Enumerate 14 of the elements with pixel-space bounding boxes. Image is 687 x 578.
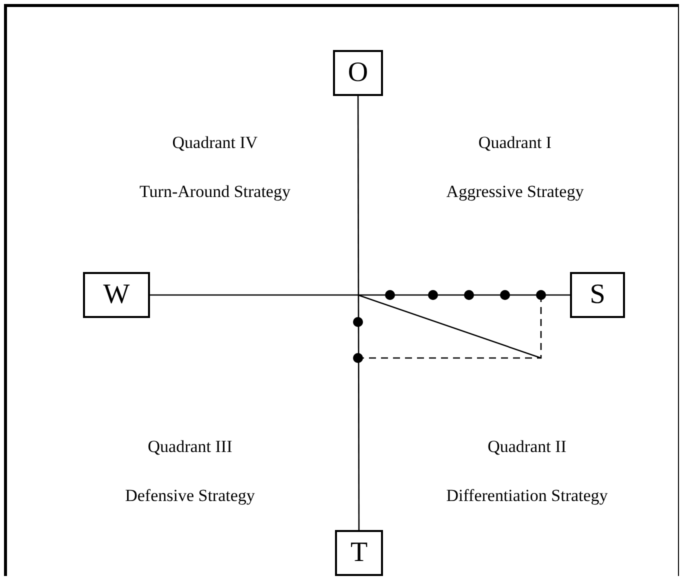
axis-letter-box: W xyxy=(83,272,150,318)
axis-letter-box: O xyxy=(333,50,383,96)
axis-letter-box: T xyxy=(335,530,383,576)
quadrant-title: Quadrant II xyxy=(488,437,566,457)
strategy-text: Defensive Strategy xyxy=(125,486,255,506)
strategy-text: Aggressive Strategy xyxy=(446,182,584,202)
axis-line xyxy=(357,96,360,530)
quadrant-title: Quadrant IV xyxy=(172,133,258,153)
strategy-text: Turn-Around Strategy xyxy=(140,182,290,202)
quadrant-title: Quadrant I xyxy=(478,133,552,153)
axis-line xyxy=(150,294,570,296)
axis-letter-box: S xyxy=(570,272,625,318)
strategy-text: Differentiation Strategy xyxy=(446,486,608,506)
quadrant-title: Quadrant III xyxy=(148,437,232,457)
